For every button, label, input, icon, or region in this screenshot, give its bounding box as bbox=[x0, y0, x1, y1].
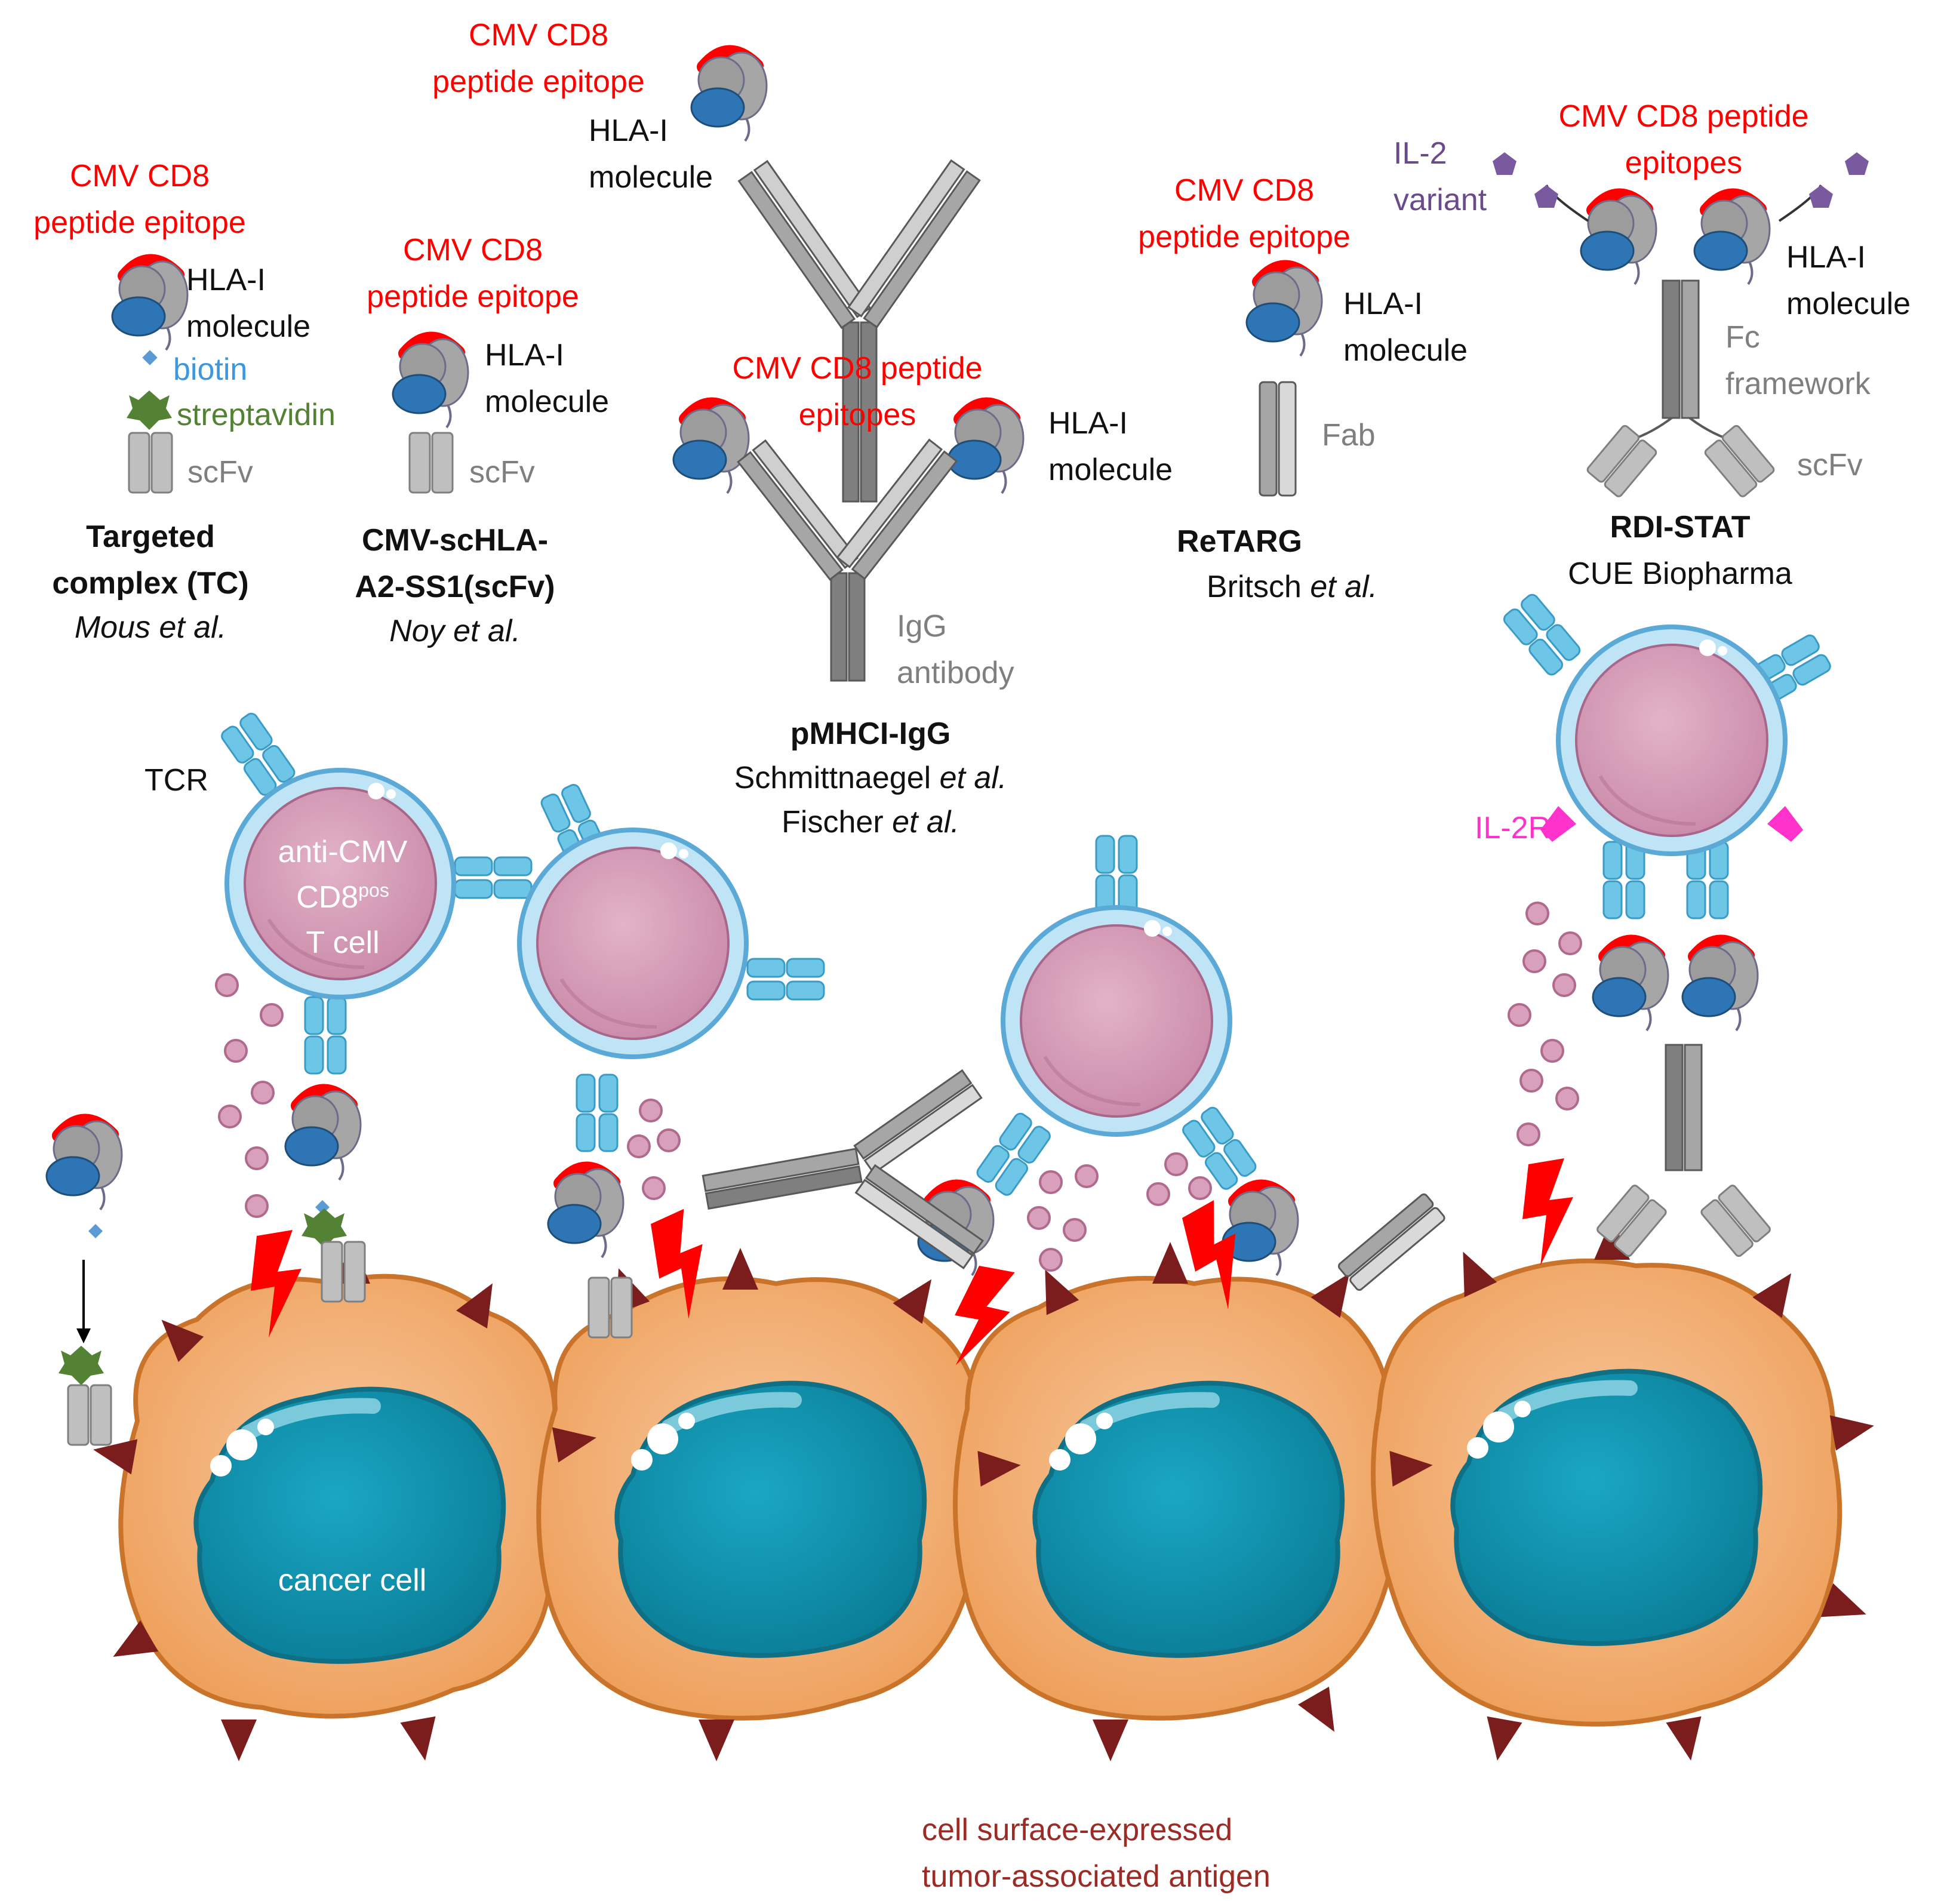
pmhci-igg-reference-1: Schmittnaegel et al. bbox=[734, 761, 1007, 795]
cmv-schla-reference: Noy et al. bbox=[389, 614, 521, 648]
cancer-cell-label: cancer cell bbox=[278, 1563, 427, 1598]
rdi-hla-label-2: molecule bbox=[1786, 287, 1911, 321]
cmv-schla-scfv-label: scFv bbox=[469, 455, 535, 490]
pmhci-hla-label-2: molecule bbox=[1048, 453, 1173, 487]
tcell-label-2: CD8pos bbox=[296, 879, 389, 915]
rdi-fc-label-2: framework bbox=[1725, 367, 1871, 401]
tcell-label-3: T cell bbox=[306, 925, 380, 960]
tc-epitope-label-2: peptide epitope bbox=[33, 205, 246, 240]
t-cell-4 bbox=[1500, 591, 1834, 919]
t-cell-3 bbox=[974, 835, 1259, 1198]
cancer-cell-4 bbox=[1371, 1258, 1842, 1727]
cmv-schla-epitope-label-1: CMV CD8 bbox=[402, 233, 543, 267]
tc-hla-label-2: molecule bbox=[186, 309, 311, 344]
arrow-down-icon bbox=[76, 1328, 91, 1343]
tc-name-1: Targeted bbox=[86, 519, 215, 554]
retarg-fab-label: Fab bbox=[1322, 418, 1376, 453]
cancer-cell-row bbox=[118, 1258, 1842, 1727]
cmv-schla-hla-label-2: molecule bbox=[485, 385, 610, 419]
pmhci-igg-label-2: antibody bbox=[897, 656, 1014, 690]
il2r-icon bbox=[1767, 806, 1803, 842]
rdi-scfv-label: scFv bbox=[1797, 448, 1863, 482]
tc-epitope-label-1: CMV CD8 bbox=[69, 159, 210, 193]
cmv-schla-construct bbox=[393, 338, 468, 494]
retarg-hla-label-2: molecule bbox=[1343, 333, 1468, 368]
pmhci-igg-construct bbox=[673, 404, 1023, 682]
pmhci-top-epitope-label-1: CMV CD8 bbox=[468, 18, 609, 53]
antigen-label-1: cell surface-expressed bbox=[922, 1813, 1233, 1847]
bound-complexes bbox=[47, 941, 1773, 1446]
tcr-label: TCR bbox=[144, 763, 208, 798]
il2-variant-icon bbox=[1809, 185, 1833, 208]
cmv-schla-name-2: A2-SS1(scFv) bbox=[355, 570, 555, 604]
il2r-label: IL-2R bbox=[1475, 811, 1551, 845]
biotin-icon bbox=[142, 350, 158, 365]
pmhci-epitopes-label-1: CMV CD8 peptide bbox=[732, 351, 983, 386]
rdi-company: CUE Biopharma bbox=[1568, 556, 1792, 591]
rdi-stat-construct bbox=[1493, 152, 1869, 499]
rdi-epitopes-label-2: epitopes bbox=[1625, 146, 1743, 180]
tcell-label-1: anti-CMV bbox=[278, 835, 408, 869]
tc-construct bbox=[112, 260, 187, 494]
tc-biotin-label: biotin bbox=[173, 352, 248, 387]
il2-variant-icon bbox=[1493, 152, 1516, 175]
pmhci-top-epitope-label-2: peptide epitope bbox=[432, 64, 645, 99]
pmhci-igg-top-illustration bbox=[691, 51, 981, 503]
rdi-name: RDI-STAT bbox=[1610, 510, 1751, 545]
retarg-hla-label-1: HLA-I bbox=[1343, 287, 1423, 321]
retarg-construct bbox=[1247, 266, 1322, 497]
rdi-hla-label-1: HLA-I bbox=[1786, 240, 1866, 275]
rdi-fc-label-1: Fc bbox=[1725, 320, 1760, 355]
il2-variant-icon bbox=[1534, 185, 1558, 208]
pmhci-igg-name: pMHCI-IgG bbox=[790, 716, 951, 751]
il2r-icon bbox=[1540, 806, 1576, 842]
rdi-il2-label-1: IL-2 bbox=[1393, 136, 1447, 171]
pmhci-top-hla-label-2: molecule bbox=[589, 160, 713, 195]
retarg-epitope-label-2: peptide epitope bbox=[1138, 220, 1351, 254]
tc-name-2: complex (TC) bbox=[52, 566, 249, 601]
tc-hla-label-1: HLA-I bbox=[186, 263, 266, 297]
rdi-il2-label-2: variant bbox=[1393, 183, 1487, 217]
tc-scfv-label: scFv bbox=[187, 455, 253, 490]
pmhci-epitopes-label-2: epitopes bbox=[798, 398, 916, 432]
cmv-schla-epitope-label-2: peptide epitope bbox=[367, 279, 579, 314]
rdi-epitopes-label-1: CMV CD8 peptide bbox=[1558, 99, 1809, 134]
tc-streptavidin-label: streptavidin bbox=[177, 398, 336, 432]
pmhci-top-hla-label-1: HLA-I bbox=[589, 113, 668, 148]
t-cell-2 bbox=[519, 782, 825, 1152]
cmv-schla-hla-label-1: HLA-I bbox=[485, 338, 564, 373]
pmhci-hla-label-1: HLA-I bbox=[1048, 406, 1128, 441]
pmhci-igg-label-1: IgG bbox=[897, 609, 947, 644]
retarg-reference: Britsch et al. bbox=[1206, 570, 1378, 604]
streptavidin-icon bbox=[127, 390, 172, 430]
il2-variant-icon bbox=[1845, 152, 1869, 175]
tc-reference: Mous et al. bbox=[74, 610, 227, 645]
retarg-name: ReTARG bbox=[1177, 524, 1302, 559]
retarg-epitope-label-1: CMV CD8 bbox=[1174, 173, 1315, 208]
cancer-cell-2 bbox=[536, 1276, 985, 1721]
antigen-label-2: tumor-associated antigen bbox=[922, 1859, 1271, 1894]
cmv-schla-name-1: CMV-scHLA- bbox=[361, 523, 549, 558]
cancer-cell-3 bbox=[953, 1276, 1401, 1721]
pmhci-igg-reference-2: Fischer et al. bbox=[782, 805, 959, 839]
